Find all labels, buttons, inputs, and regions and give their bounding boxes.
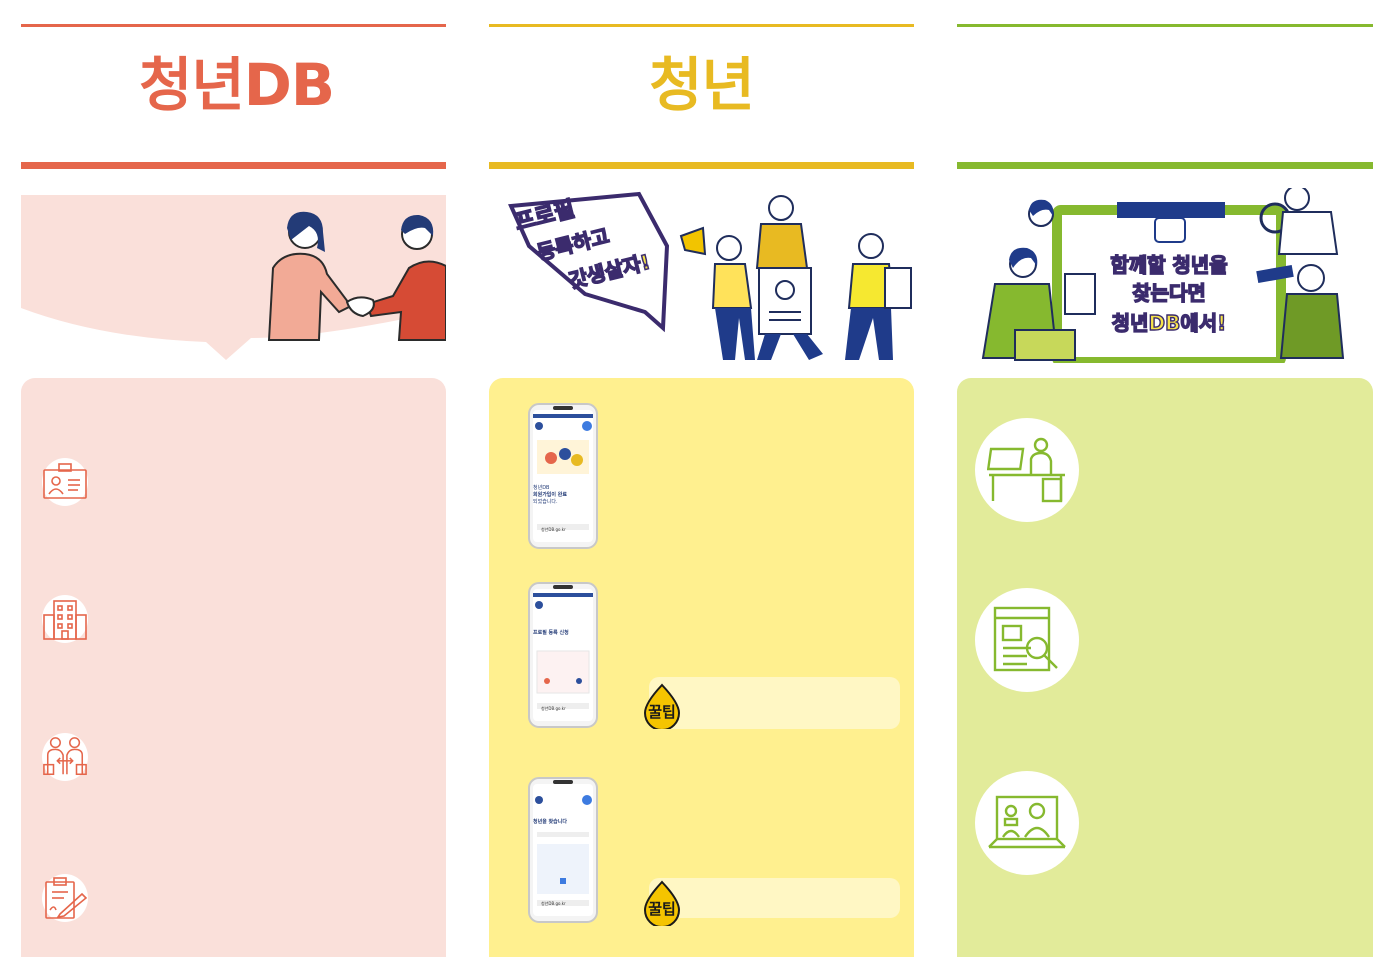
document-search-icon bbox=[975, 588, 1079, 692]
profile-banner: 프로필 등록하고 갓생살자! bbox=[489, 188, 914, 363]
bottom-rule bbox=[957, 162, 1373, 169]
clipboard-sign-icon bbox=[42, 874, 88, 922]
banner-line-1: 함께할 청년을 bbox=[1110, 253, 1227, 277]
honey-tip-badge: 꿀팁 bbox=[639, 683, 685, 731]
phone-1-heading: 청년DB 회원가입이 완료 되었습니다. bbox=[533, 485, 567, 505]
benefits-panel bbox=[21, 378, 446, 957]
phone-2-url: 청년DB.go.kr bbox=[541, 706, 566, 711]
svg-text:꿀팁: 꿀팁 bbox=[648, 703, 676, 721]
phone-2-heading: 프로필 등록 신청 bbox=[533, 630, 569, 636]
phone-screen-search bbox=[527, 776, 599, 924]
desk-worker-icon bbox=[975, 418, 1079, 522]
handshake-illustration bbox=[21, 195, 447, 360]
phone-3-heading: 청년을 찾습니다 bbox=[533, 819, 567, 825]
column-title: 청년DB bbox=[139, 51, 335, 119]
video-call-icon bbox=[975, 771, 1079, 875]
bottom-rule bbox=[489, 162, 914, 169]
profile-illustration: 프로필 등록하고 갓생살자! bbox=[508, 191, 912, 360]
top-rule bbox=[21, 24, 446, 27]
column-title: 청년 bbox=[649, 51, 755, 119]
column-youth-db: 청년DB bbox=[21, 0, 447, 957]
honey-tip-badge: 꿀팁 bbox=[639, 880, 685, 928]
search-illustration: 함께할 청년을 찾는다면 청년DB에서! bbox=[981, 185, 1345, 367]
tip-box-2 bbox=[649, 878, 900, 918]
phone-3-url: 청년DB.go.kr bbox=[541, 901, 566, 906]
exchange-icon bbox=[42, 733, 88, 781]
building-icon bbox=[42, 595, 88, 643]
top-rule bbox=[489, 24, 914, 27]
handshake-banner bbox=[21, 188, 447, 363]
banner-line-2: 찾는다면 bbox=[1132, 281, 1206, 305]
search-banner: 함께할 청년을 찾는다면 청년DB에서! bbox=[957, 185, 1373, 367]
svg-text:꿀팁: 꿀팁 bbox=[648, 900, 676, 918]
bottom-rule bbox=[21, 162, 446, 169]
phone-screen-profile bbox=[527, 581, 599, 729]
phone-1-url: 청년DB.go.kr bbox=[541, 527, 566, 532]
top-rule bbox=[957, 24, 1373, 27]
id-card-icon bbox=[42, 458, 88, 506]
column-youth: 청년 프로필 등록하고 갓생살자! bbox=[489, 0, 914, 957]
column-employer: 함께할 청년을 찾는다면 청년DB에서! bbox=[957, 0, 1373, 957]
phone-screen-signup bbox=[527, 402, 599, 550]
banner-line-3: 청년DB에서! bbox=[1112, 311, 1227, 335]
tip-box-1 bbox=[649, 677, 900, 729]
